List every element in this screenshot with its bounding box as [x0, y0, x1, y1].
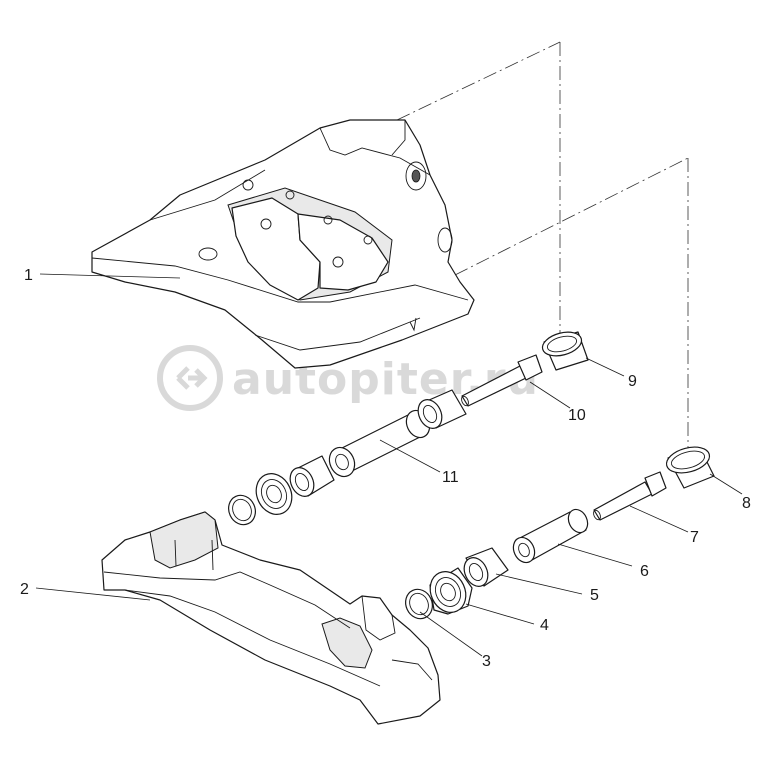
watermark-logo	[157, 345, 223, 411]
caliper-carrier	[101, 511, 441, 725]
assembly-axis-lines	[396, 41, 689, 450]
part-3-seal-ring	[405, 588, 433, 620]
part-8-cap	[665, 446, 715, 489]
callout-3: 3	[482, 653, 491, 670]
part-11-sleeve	[328, 409, 431, 478]
part-5-bushing-left	[289, 455, 335, 497]
callout-10: 10	[568, 407, 586, 424]
callout-4: 4	[540, 617, 549, 634]
part-5-bushing	[463, 547, 509, 587]
callout-6: 6	[640, 563, 649, 580]
part-9-cap	[541, 331, 589, 371]
part-11-bushing	[417, 389, 467, 429]
part-3-seal-ring-left	[228, 494, 256, 526]
callout-9: 9	[628, 373, 637, 390]
callout-8: 8	[742, 495, 751, 512]
callout-5: 5	[590, 587, 599, 604]
part-6-sleeve	[512, 508, 589, 564]
callout-7: 7	[690, 529, 699, 546]
leader-lines	[35, 273, 743, 657]
callout-1: 1	[24, 267, 33, 284]
callout-2: 2	[20, 581, 29, 598]
part-7-guide-pin	[593, 471, 667, 521]
part-4-boot	[429, 567, 473, 615]
caliper-housing	[91, 119, 475, 369]
part-4-boot-left	[255, 473, 293, 515]
part-10-guide-pin	[461, 354, 543, 407]
callout-11: 11	[442, 469, 459, 486]
